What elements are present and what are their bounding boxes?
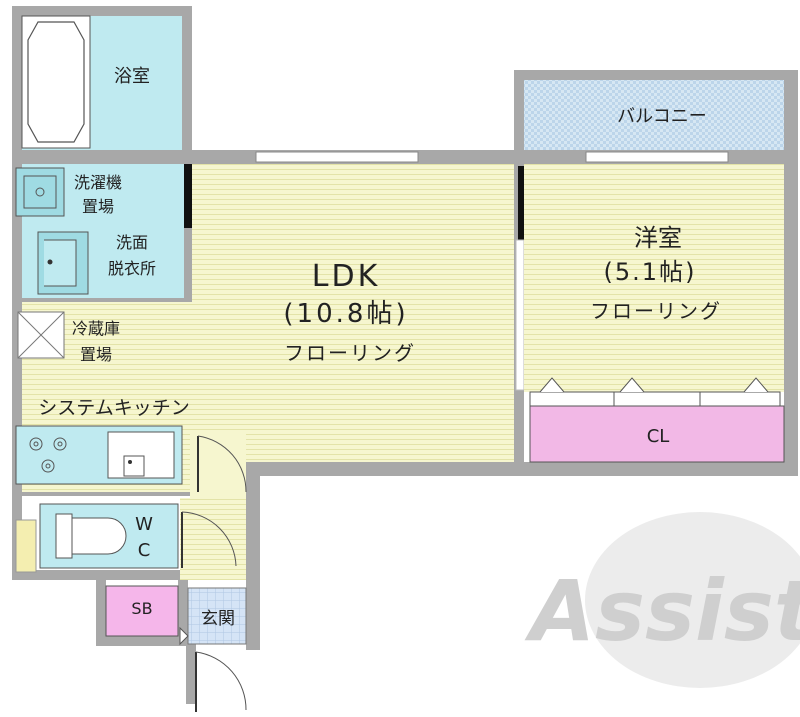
closet-label: CL: [647, 426, 670, 447]
ldk-window: [255, 151, 419, 163]
corridor-door-icon: [190, 434, 247, 498]
western-room-floor: [524, 164, 784, 392]
balcony-label: バルコニー: [617, 106, 707, 127]
balcony-floor: [524, 80, 784, 150]
western-sliding-door: [518, 166, 526, 240]
watermark-text: Assist: [524, 562, 800, 660]
western-floor-label: フローリング: [590, 299, 722, 323]
entrance-step-icon: [179, 626, 189, 646]
wc-door-icon: [181, 511, 237, 568]
corridor-floor: [180, 498, 246, 580]
wc-label-line2: C: [138, 540, 151, 561]
fridge-label-line1: 冷蔵庫: [72, 319, 120, 338]
washing-machine-icon: [15, 167, 65, 217]
western-room-label: 洋室: [634, 224, 682, 252]
washer-label-line2: 置場: [82, 197, 114, 216]
kitchen-label: システムキッチン: [38, 397, 189, 419]
ldk-label: LDK: [312, 259, 381, 294]
closet-door-icons: [529, 377, 781, 407]
western-window: [585, 151, 729, 163]
washer-label-line1: 洗濯機: [74, 173, 122, 192]
wc-shelf: [15, 519, 37, 573]
system-kitchen-icon: [15, 425, 183, 485]
entrance-label: 玄関: [201, 609, 235, 629]
wash-basin-icon: [37, 231, 89, 295]
fridge-space-icon: [17, 311, 65, 359]
western-size-label: (5.1帖): [604, 258, 697, 286]
front-door-icon: [195, 651, 247, 712]
washroom-sliding-door: [184, 164, 192, 228]
washroom-label-line2: 脱衣所: [108, 259, 156, 278]
washroom-label-line1: 洗面: [116, 233, 148, 252]
ldk-floor-label: フローリング: [284, 341, 416, 365]
closet-area: [529, 405, 785, 463]
shoebox-area: [105, 585, 179, 637]
stove-burner-icon: [29, 437, 67, 473]
bathtub-icon: [21, 15, 91, 149]
bathroom-label: 浴室: [114, 66, 150, 87]
entrance-floor: [187, 587, 247, 645]
fridge-label-line2: 置場: [80, 345, 112, 364]
toilet-icon: [39, 503, 179, 569]
assist-watermark: Assist: [524, 512, 800, 688]
wc-label-line1: W: [135, 514, 153, 535]
shoebox-label: SB: [131, 599, 152, 618]
ldk-size-label: (10.8帖): [283, 299, 408, 329]
